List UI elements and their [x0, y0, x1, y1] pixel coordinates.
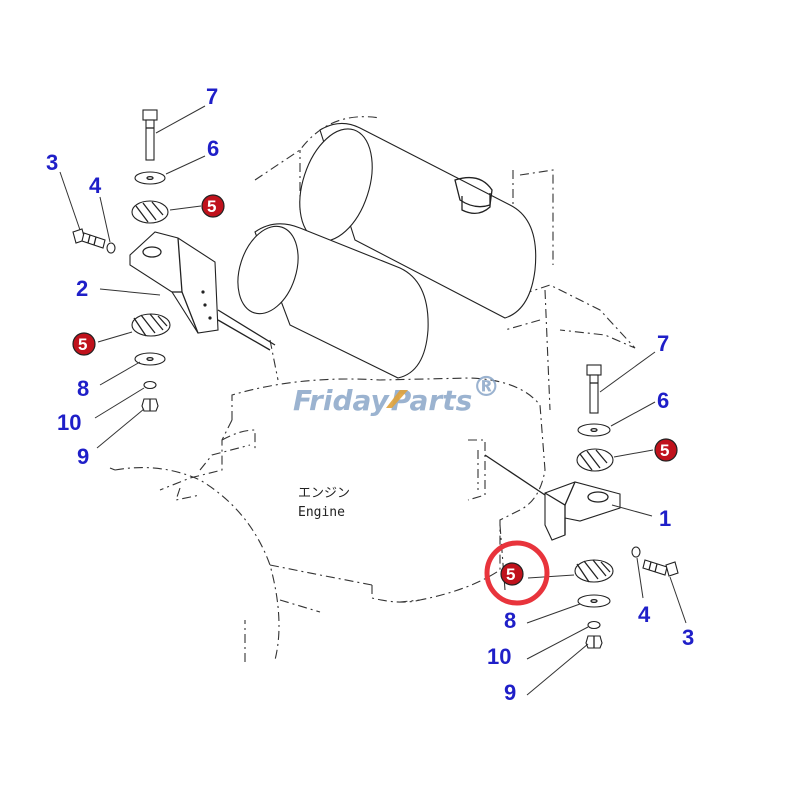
bracket-left [129, 231, 276, 351]
callout-left-6: 6 [207, 136, 219, 161]
callout-right-4: 4 [638, 602, 651, 627]
bracket-right [484, 454, 621, 541]
callout-right-1: 1 [659, 506, 671, 531]
air-cleaner-rear [299, 122, 537, 319]
callout-right-9: 9 [504, 680, 516, 705]
callout-left-4: 4 [89, 173, 102, 198]
callouts: 7 6 5 3 4 2 5 8 10 9 7 6 5 1 5 4 3 8 10 … [46, 84, 694, 705]
watermark-mark: ® [472, 370, 500, 403]
left-fasteners [72, 109, 171, 412]
callout-left-8: 8 [77, 376, 89, 401]
engine-label: エンジン Engine [298, 486, 350, 520]
air-cleaner-front [237, 223, 429, 379]
callout-right-3: 3 [682, 625, 694, 650]
badge-right-5-top [654, 438, 678, 462]
badge-right-5-highlight [500, 562, 524, 586]
badge-left-5-top [201, 194, 225, 218]
flywheel-housing [109, 466, 373, 662]
callout-left-5-top: 5 [207, 197, 216, 216]
callout-right-5-top: 5 [660, 441, 669, 460]
watermark-logo: FridayParts® [293, 370, 500, 417]
callout-left-10: 10 [57, 410, 81, 435]
callout-left-2: 2 [76, 276, 88, 301]
callout-left-7: 7 [206, 84, 218, 109]
engine-label-english: Engine [298, 505, 345, 520]
callout-right-8: 8 [504, 608, 516, 633]
engine-label-japanese: エンジン [298, 486, 350, 501]
watermark-part1: Friday [293, 384, 391, 417]
right-fasteners [574, 364, 679, 649]
callout-left-5-bottom: 5 [78, 335, 87, 354]
badge-left-5-bottom [72, 332, 96, 356]
watermark-accent-icon [386, 390, 408, 408]
svg-text:FridayParts®: FridayParts® [293, 370, 500, 417]
callout-right-5-highlight: 5 [506, 565, 515, 584]
engine-outline [159, 116, 636, 603]
callout-left-9: 9 [77, 444, 89, 469]
callout-right-7: 7 [657, 331, 669, 356]
callout-right-10: 10 [487, 644, 511, 669]
callout-right-6: 6 [657, 388, 669, 413]
leader-lines [59, 105, 687, 696]
highlight-ring [484, 540, 550, 606]
watermark-part2: Parts [391, 384, 472, 417]
callout-left-3: 3 [46, 150, 58, 175]
